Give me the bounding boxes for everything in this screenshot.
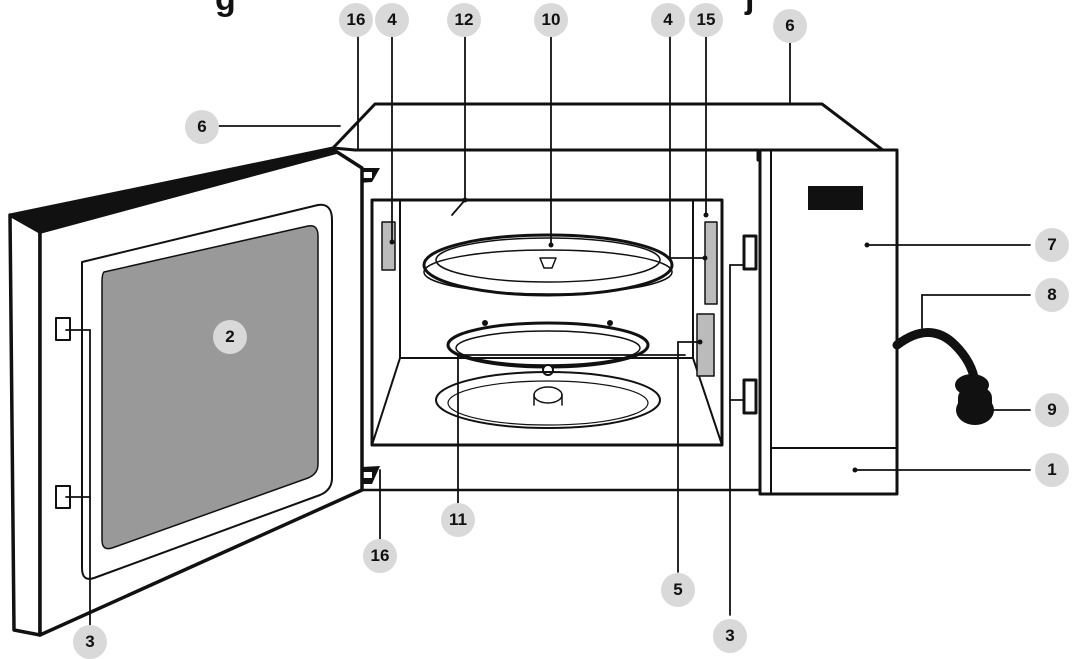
callout-4-left: 4: [375, 3, 409, 37]
callout-10: 10: [534, 3, 568, 37]
callout-9: 9: [1035, 393, 1069, 427]
callout-5: 5: [661, 573, 695, 607]
glass-tray-inner: [435, 237, 661, 283]
control-panel-body: [758, 148, 899, 496]
cavity-floor-edge: [371, 357, 723, 446]
latch-catch-top: [742, 234, 758, 271]
title-fragment: g: [215, 0, 236, 19]
callout-12: 12: [447, 3, 481, 37]
callout-11: 11: [441, 503, 475, 537]
light-cover-shape: [704, 221, 718, 305]
power-cord-shape: [892, 328, 980, 387]
callout-3-left: 3: [73, 625, 107, 659]
title-tail-fragment: j: [745, 0, 754, 17]
callout-6-top: 6: [773, 9, 807, 43]
door-frame: [81, 203, 333, 580]
callout-3-right: 3: [713, 619, 747, 653]
callout-1: 1: [1035, 453, 1069, 487]
floor-plate: [435, 371, 661, 429]
latch-hole-left-shape: [381, 221, 396, 271]
door-outer: [8, 213, 42, 637]
callout-2: 2: [213, 320, 247, 354]
callout-7: 7: [1035, 228, 1069, 262]
latch-catch-bottom: [742, 378, 758, 415]
waveguide-shape: [696, 313, 715, 377]
door-latch-top-shape: [55, 317, 71, 341]
callout-6-left: 6: [185, 110, 219, 144]
callout-16-top: 16: [339, 3, 373, 37]
callout-4-right: 4: [651, 3, 685, 37]
callout-8: 8: [1035, 278, 1069, 312]
callout-15: 15: [689, 3, 723, 37]
window-glass: [101, 224, 319, 550]
leader-12-diag: [451, 199, 466, 216]
glass-tray-rim: [423, 249, 673, 295]
display-window: [808, 186, 863, 210]
door-top-edge: [8, 146, 339, 234]
glass-tray-shape: [422, 233, 674, 297]
callout-16-bottom: 16: [363, 539, 397, 573]
glass-tray-hub: [539, 257, 557, 269]
